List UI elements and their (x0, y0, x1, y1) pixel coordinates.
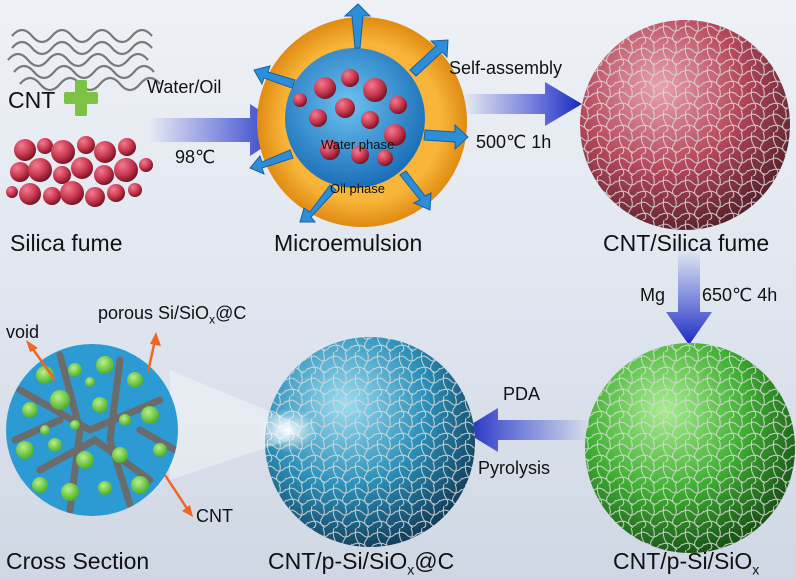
pointer-arrow-icon (26, 340, 57, 381)
cnt-psi-siox-c-caption: CNT/p-Si/SiOx@C (268, 548, 455, 578)
water-oil-label: Water/Oil (147, 77, 222, 97)
process-arrow-icon (462, 82, 582, 126)
cnt-psi-siox-c-sphere (258, 337, 475, 547)
process-arrow-icon (462, 408, 590, 452)
process-arrow-icon (148, 104, 290, 156)
pointer-arrow-icon (146, 332, 161, 373)
plus-icon (64, 80, 98, 116)
self-assembly-label: Self-assembly (449, 58, 563, 78)
process-arrow-icon (666, 250, 712, 345)
cross-section-caption: Cross Section (6, 548, 150, 574)
cnt-psi-siox-caption: CNT/p-Si/SiOx (613, 548, 760, 578)
cnt-cross-label: CNT (196, 506, 233, 526)
cnt-silica-sphere (580, 20, 790, 230)
mg-label: Mg (640, 285, 666, 305)
cnt-psi-siox-sphere (585, 343, 795, 553)
silica-fume-caption: Silica fume (10, 230, 123, 256)
silica-fume-particles (6, 136, 153, 207)
cnt-silica-fume-caption: CNT/Silica fume (603, 230, 770, 256)
temp-650-label: 650℃ 4h (702, 285, 778, 305)
microemulsion-caption: Microemulsion (274, 230, 423, 256)
cnt-label: CNT (8, 87, 56, 113)
cross-section-disc (6, 344, 178, 516)
porous-label: porous Si/SiOx@C (98, 303, 247, 327)
pyrolysis-label: Pyrolysis (478, 458, 551, 478)
void-label: void (6, 322, 40, 342)
oil-phase-label: Oil phase (330, 181, 385, 196)
temp-500-label: 500℃ 1h (476, 132, 552, 152)
temp-98-label: 98℃ (175, 147, 216, 167)
water-phase-label: Water phase (321, 137, 395, 152)
microemulsion-droplet (249, 3, 469, 227)
pda-label: PDA (503, 384, 541, 404)
cnt-wires (7, 28, 161, 92)
pointer-arrow-icon (163, 474, 193, 517)
